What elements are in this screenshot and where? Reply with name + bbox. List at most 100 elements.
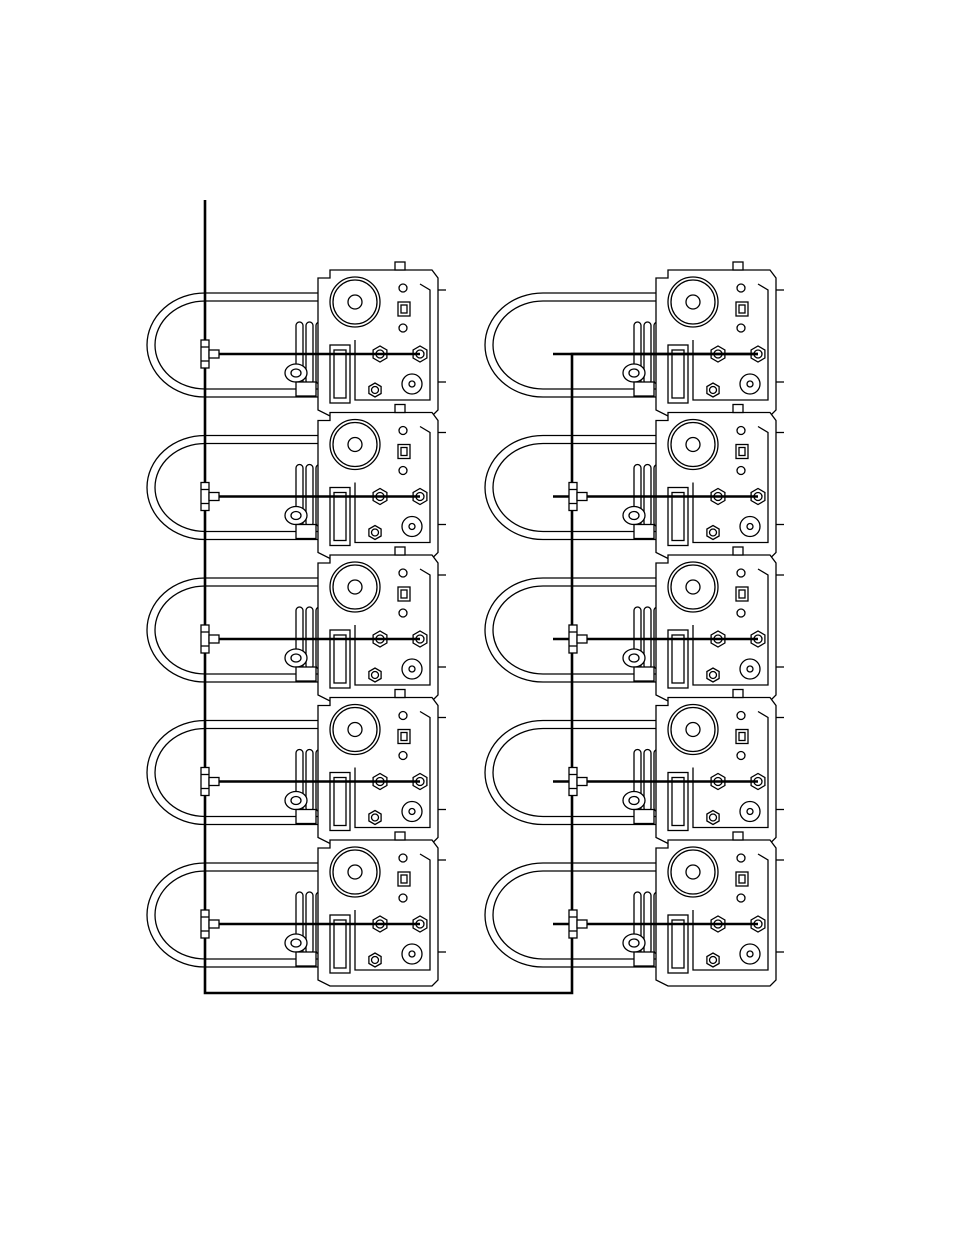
pump-head-unit [485, 547, 784, 701]
tee-fitting [201, 768, 219, 796]
round-port [402, 944, 422, 964]
hex-fitting [707, 811, 719, 825]
pump-head-unit [485, 262, 784, 416]
pump-head-unit [147, 405, 446, 559]
top-tab [395, 547, 405, 555]
hex-fitting [707, 953, 719, 967]
screw [399, 609, 407, 617]
screw [399, 284, 407, 292]
rotor-disc [668, 562, 718, 612]
pump-head-unit [485, 405, 784, 559]
tee-fitting [201, 910, 219, 938]
tee-fitting [201, 625, 219, 653]
coil [623, 465, 661, 539]
round-port [740, 802, 760, 822]
connector-square [736, 587, 748, 601]
round-port [402, 517, 422, 537]
top-tab [733, 690, 743, 698]
screw [737, 609, 745, 617]
rotor-disc [330, 277, 380, 327]
rotor-disc [668, 847, 718, 897]
tee-fitting [201, 483, 219, 511]
rotor-disc [330, 705, 380, 755]
screw [737, 854, 745, 862]
coil [623, 892, 661, 966]
hex-fitting [369, 811, 381, 825]
top-tab [395, 832, 405, 840]
connector-square [736, 872, 748, 886]
round-port [402, 374, 422, 394]
hex-fitting [707, 383, 719, 397]
round-port [402, 802, 422, 822]
tee-fitting [569, 625, 587, 653]
hex-fitting [707, 526, 719, 540]
top-tab [395, 690, 405, 698]
top-tab [733, 405, 743, 413]
screw [737, 752, 745, 760]
screw [399, 854, 407, 862]
screw [737, 569, 745, 577]
hex-fitting [369, 383, 381, 397]
screw [737, 427, 745, 435]
connector-square [398, 445, 410, 459]
screw [399, 569, 407, 577]
top-tab [733, 547, 743, 555]
screw [399, 324, 407, 332]
connector-square [398, 302, 410, 316]
coil [623, 322, 661, 396]
rotor-disc [330, 562, 380, 612]
connector-square [398, 730, 410, 744]
round-port [402, 659, 422, 679]
pump-head-unit [147, 832, 446, 986]
connector-square [736, 730, 748, 744]
screw [737, 324, 745, 332]
round-port [740, 659, 760, 679]
round-port [740, 517, 760, 537]
rotor-disc [668, 277, 718, 327]
screw [737, 894, 745, 902]
rotor-disc [668, 705, 718, 755]
top-tab [395, 405, 405, 413]
pump-head-unit [485, 690, 784, 844]
top-tab [733, 262, 743, 270]
coil [623, 750, 661, 824]
connector-square [736, 445, 748, 459]
hex-fitting [369, 668, 381, 682]
pump-head-unit [147, 690, 446, 844]
coil [285, 892, 323, 966]
screw [399, 427, 407, 435]
screw [399, 752, 407, 760]
rotor-disc [330, 847, 380, 897]
screw [737, 467, 745, 475]
coil [285, 322, 323, 396]
coil [623, 607, 661, 681]
screw [399, 894, 407, 902]
tee-fitting [569, 768, 587, 796]
hex-fitting [369, 953, 381, 967]
rotor-disc [330, 420, 380, 470]
screw [399, 467, 407, 475]
pump-head-unit [485, 832, 784, 986]
tee-fitting [569, 910, 587, 938]
coil [285, 750, 323, 824]
tee-fitting [569, 483, 587, 511]
top-tab [395, 262, 405, 270]
connector-square [398, 587, 410, 601]
tee-fitting [201, 340, 219, 368]
pump-head-unit [147, 262, 446, 416]
coil [285, 465, 323, 539]
hex-fitting [707, 668, 719, 682]
screw [737, 712, 745, 720]
hex-fitting [369, 526, 381, 540]
round-port [740, 944, 760, 964]
screw [737, 284, 745, 292]
top-tab [733, 832, 743, 840]
coil [285, 607, 323, 681]
rotor-disc [668, 420, 718, 470]
screw [399, 712, 407, 720]
connector-square [736, 302, 748, 316]
round-port [740, 374, 760, 394]
connector-square [398, 872, 410, 886]
pump-head-unit [147, 547, 446, 701]
